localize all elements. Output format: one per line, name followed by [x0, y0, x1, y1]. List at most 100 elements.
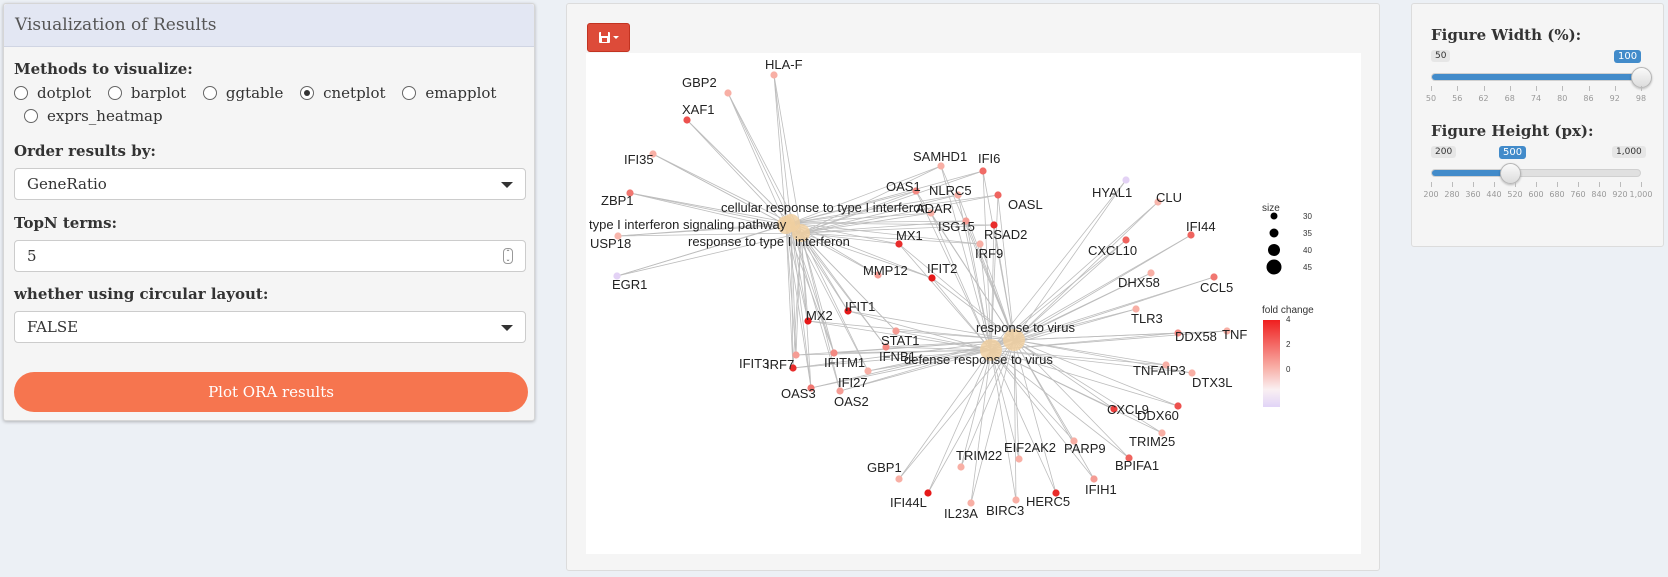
network-edge	[979, 243, 1015, 341]
slider-tick-label: 74	[1530, 94, 1542, 103]
radio-dotplot[interactable]: dotplot	[14, 84, 91, 102]
gene-node	[895, 240, 903, 248]
network-edge	[990, 349, 1163, 434]
network-edge	[990, 349, 1017, 501]
gene-label: IFI6	[978, 151, 1000, 166]
height-min: 200	[1431, 146, 1457, 158]
gene-label: DTX3L	[1192, 375, 1232, 390]
radio-cnetplot[interactable]: cnetplot	[300, 84, 386, 102]
gene-node	[967, 499, 975, 507]
gene-node	[1122, 236, 1130, 244]
slider-tick	[1620, 182, 1621, 187]
network-edge	[790, 222, 835, 354]
methods-radio-group-row2: exprs_heatmap	[24, 107, 175, 127]
gene-node	[1162, 361, 1170, 369]
gene-label: CXCL10	[1088, 243, 1137, 258]
cnetplot-svg: cellular response to type I interferonty…	[589, 57, 1314, 521]
network-edge	[965, 220, 992, 351]
gene-label: BIRC3	[986, 503, 1024, 518]
gene-label: XAF1	[682, 102, 715, 117]
height-max: 1,000	[1612, 146, 1646, 158]
network-edge	[785, 224, 797, 356]
network-edge	[800, 232, 841, 392]
gene-node	[836, 387, 844, 395]
slider-tick	[1562, 86, 1564, 91]
term-label: response to virus	[976, 320, 1075, 335]
radio-emapplot[interactable]: emapplot	[402, 84, 496, 102]
network-edge	[990, 179, 1127, 351]
network-edge	[927, 339, 1015, 494]
network-edge	[617, 224, 787, 237]
gene-label: IFITM1	[824, 355, 865, 370]
gene-label: IFNB1	[879, 349, 916, 364]
slider-tick-label: 920	[1612, 190, 1628, 199]
radio-checked-icon	[300, 86, 315, 100]
legend-size-label: 35	[1303, 229, 1312, 238]
topn-input[interactable]: 5 ⌃⌄	[14, 240, 526, 272]
width-slider-handle[interactable]	[1631, 67, 1652, 88]
width-min: 50	[1431, 50, 1451, 62]
network-edge	[930, 212, 1015, 341]
height-slider-handle[interactable]	[1499, 163, 1521, 184]
network-edge	[652, 153, 792, 224]
network-edge	[790, 194, 959, 224]
slider-tick	[1536, 86, 1537, 91]
network-edge	[1013, 339, 1193, 374]
network-edge	[800, 232, 933, 279]
circular-select[interactable]: FALSE	[14, 311, 526, 343]
gene-node	[1070, 437, 1078, 445]
network-edge	[993, 224, 1015, 341]
network-edge	[800, 224, 995, 234]
network-edge	[898, 243, 992, 351]
network-edge	[790, 222, 900, 245]
network-edge	[790, 194, 999, 224]
width-slider-track[interactable]	[1431, 73, 1641, 81]
network-edge	[895, 330, 1015, 341]
order-select[interactable]: GeneRatio	[14, 168, 526, 200]
network-edge	[915, 190, 992, 351]
radio-ggtable[interactable]: ggtable	[202, 84, 283, 102]
network-edge	[927, 349, 992, 494]
legend-size-label: 45	[1303, 263, 1312, 272]
gene-node	[789, 364, 797, 372]
gene-label: USP18	[590, 236, 631, 251]
network-edge	[629, 192, 787, 226]
gene-node	[1132, 305, 1140, 313]
gene-node	[937, 162, 945, 170]
slider-tick-label: 440	[1486, 190, 1502, 199]
network-edge	[1013, 339, 1095, 480]
network-edge	[800, 232, 887, 348]
gene-label: IFI35	[624, 152, 654, 167]
network-edge	[790, 212, 932, 224]
gene-label: MX2	[806, 308, 833, 323]
network-edge	[990, 349, 1020, 460]
gene-node	[614, 232, 622, 240]
height-slider-track[interactable]	[1431, 169, 1641, 177]
save-dropdown-button[interactable]	[587, 23, 630, 52]
term-node	[1003, 329, 1025, 351]
number-stepper-icon[interactable]: ⌃⌄	[503, 248, 513, 264]
network-edge	[898, 243, 1015, 341]
gene-label: ISG15	[938, 219, 975, 234]
slider-tick-label: 280	[1444, 190, 1460, 199]
gene-label: OAS3	[781, 386, 816, 401]
radio-exprs-heatmap[interactable]: exprs_heatmap	[24, 107, 163, 125]
network-edge	[800, 194, 999, 234]
gene-node	[1122, 176, 1130, 184]
network-edge	[773, 74, 802, 234]
gene-node	[895, 475, 903, 483]
network-edge	[773, 74, 792, 224]
gene-label: IFI44	[1186, 219, 1216, 234]
network-edge	[790, 220, 967, 224]
topn-value: 5	[27, 247, 37, 265]
gene-node	[874, 271, 882, 279]
width-slider-fill	[1432, 74, 1640, 80]
network-edge	[839, 349, 992, 392]
network-edge	[990, 349, 1075, 442]
network-edge	[790, 190, 917, 224]
plot-ora-button[interactable]: Plot ORA results	[14, 372, 528, 412]
network-edge	[990, 349, 1179, 407]
radio-barplot[interactable]: barplot	[107, 84, 186, 102]
network-edge	[790, 222, 995, 226]
network-edge	[629, 192, 802, 234]
